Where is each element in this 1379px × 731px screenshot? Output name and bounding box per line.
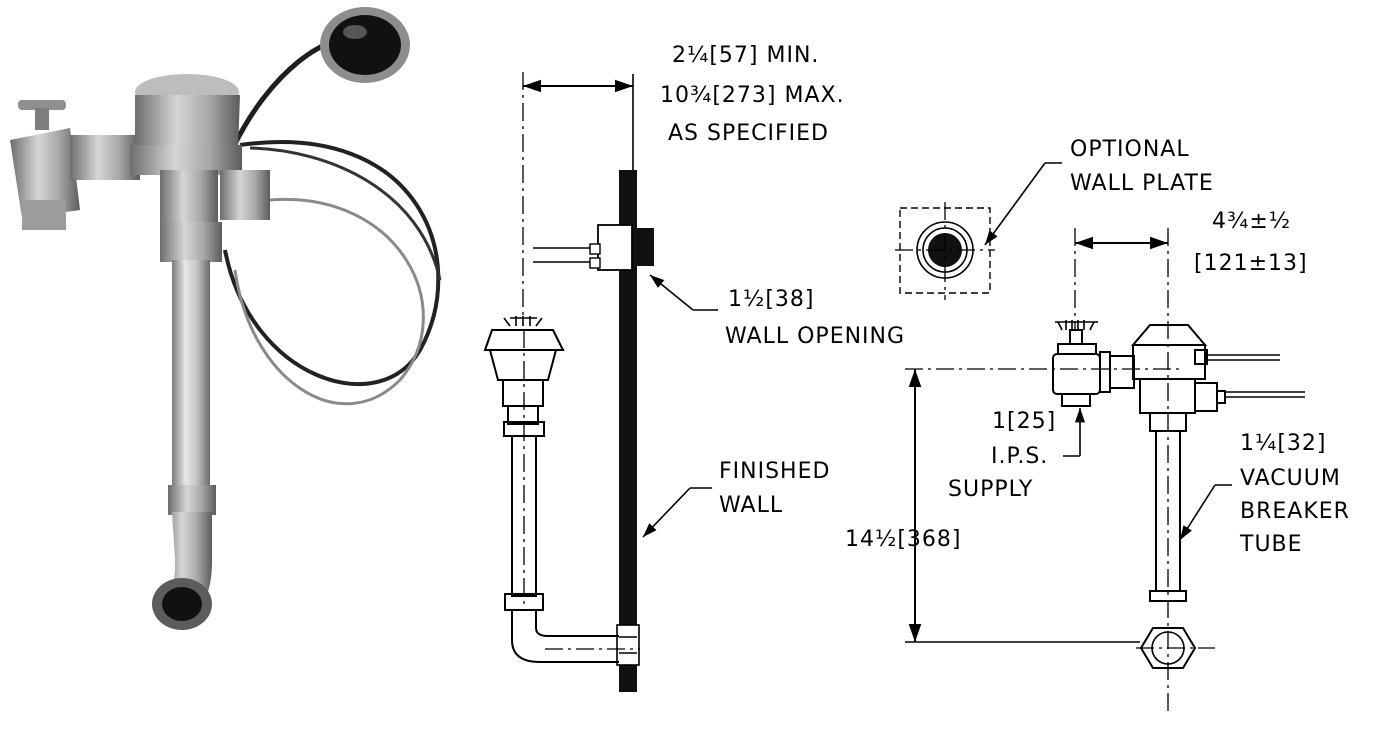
finished-wall [619,170,637,692]
front-view [895,162,1305,715]
setback-max-label: 10¾[273] MAX. [660,83,845,108]
side-view [483,72,718,692]
supply-label: SUPPLY [948,477,1033,502]
setback-min-label: 2¼[57] MIN. [672,43,819,68]
height-dim-label: 14½[368] [845,527,961,552]
wall-opening-label: WALL OPENING [725,324,905,349]
vacuum-breaker-size: 1¼[32] [1240,431,1326,456]
offset-dim-label: 4¾±½ [1212,209,1291,234]
supply-size-label: 1[25] [992,409,1056,434]
wall-plate-label-1: OPTIONAL [1070,137,1190,162]
wall-opening-dim: 1½[38] [728,287,814,312]
finished-wall-label-1: FINISHED [719,459,830,484]
vacuum-breaker-label-3: TUBE [1239,532,1303,557]
wall-plate-label-2: WALL PLATE [1070,171,1214,196]
vacuum-breaker-label-2: BREAKER [1240,499,1350,524]
side-view-labels: 2¼[57] MIN. 10¾[273] MAX. AS SPECIFIED 1… [660,43,905,518]
supply-ips-label: I.P.S. [991,444,1048,469]
front-view-labels: OPTIONAL WALL PLATE 4¾±½ [121±13] 1[25] … [845,137,1350,557]
flushometer-illustration [10,7,442,630]
setback-spec-label: AS SPECIFIED [668,121,829,146]
finished-wall-label-2: WALL [719,493,783,518]
offset-metric-label: [121±13] [1194,251,1308,276]
vacuum-breaker-label-1: VACUUM [1240,466,1341,491]
